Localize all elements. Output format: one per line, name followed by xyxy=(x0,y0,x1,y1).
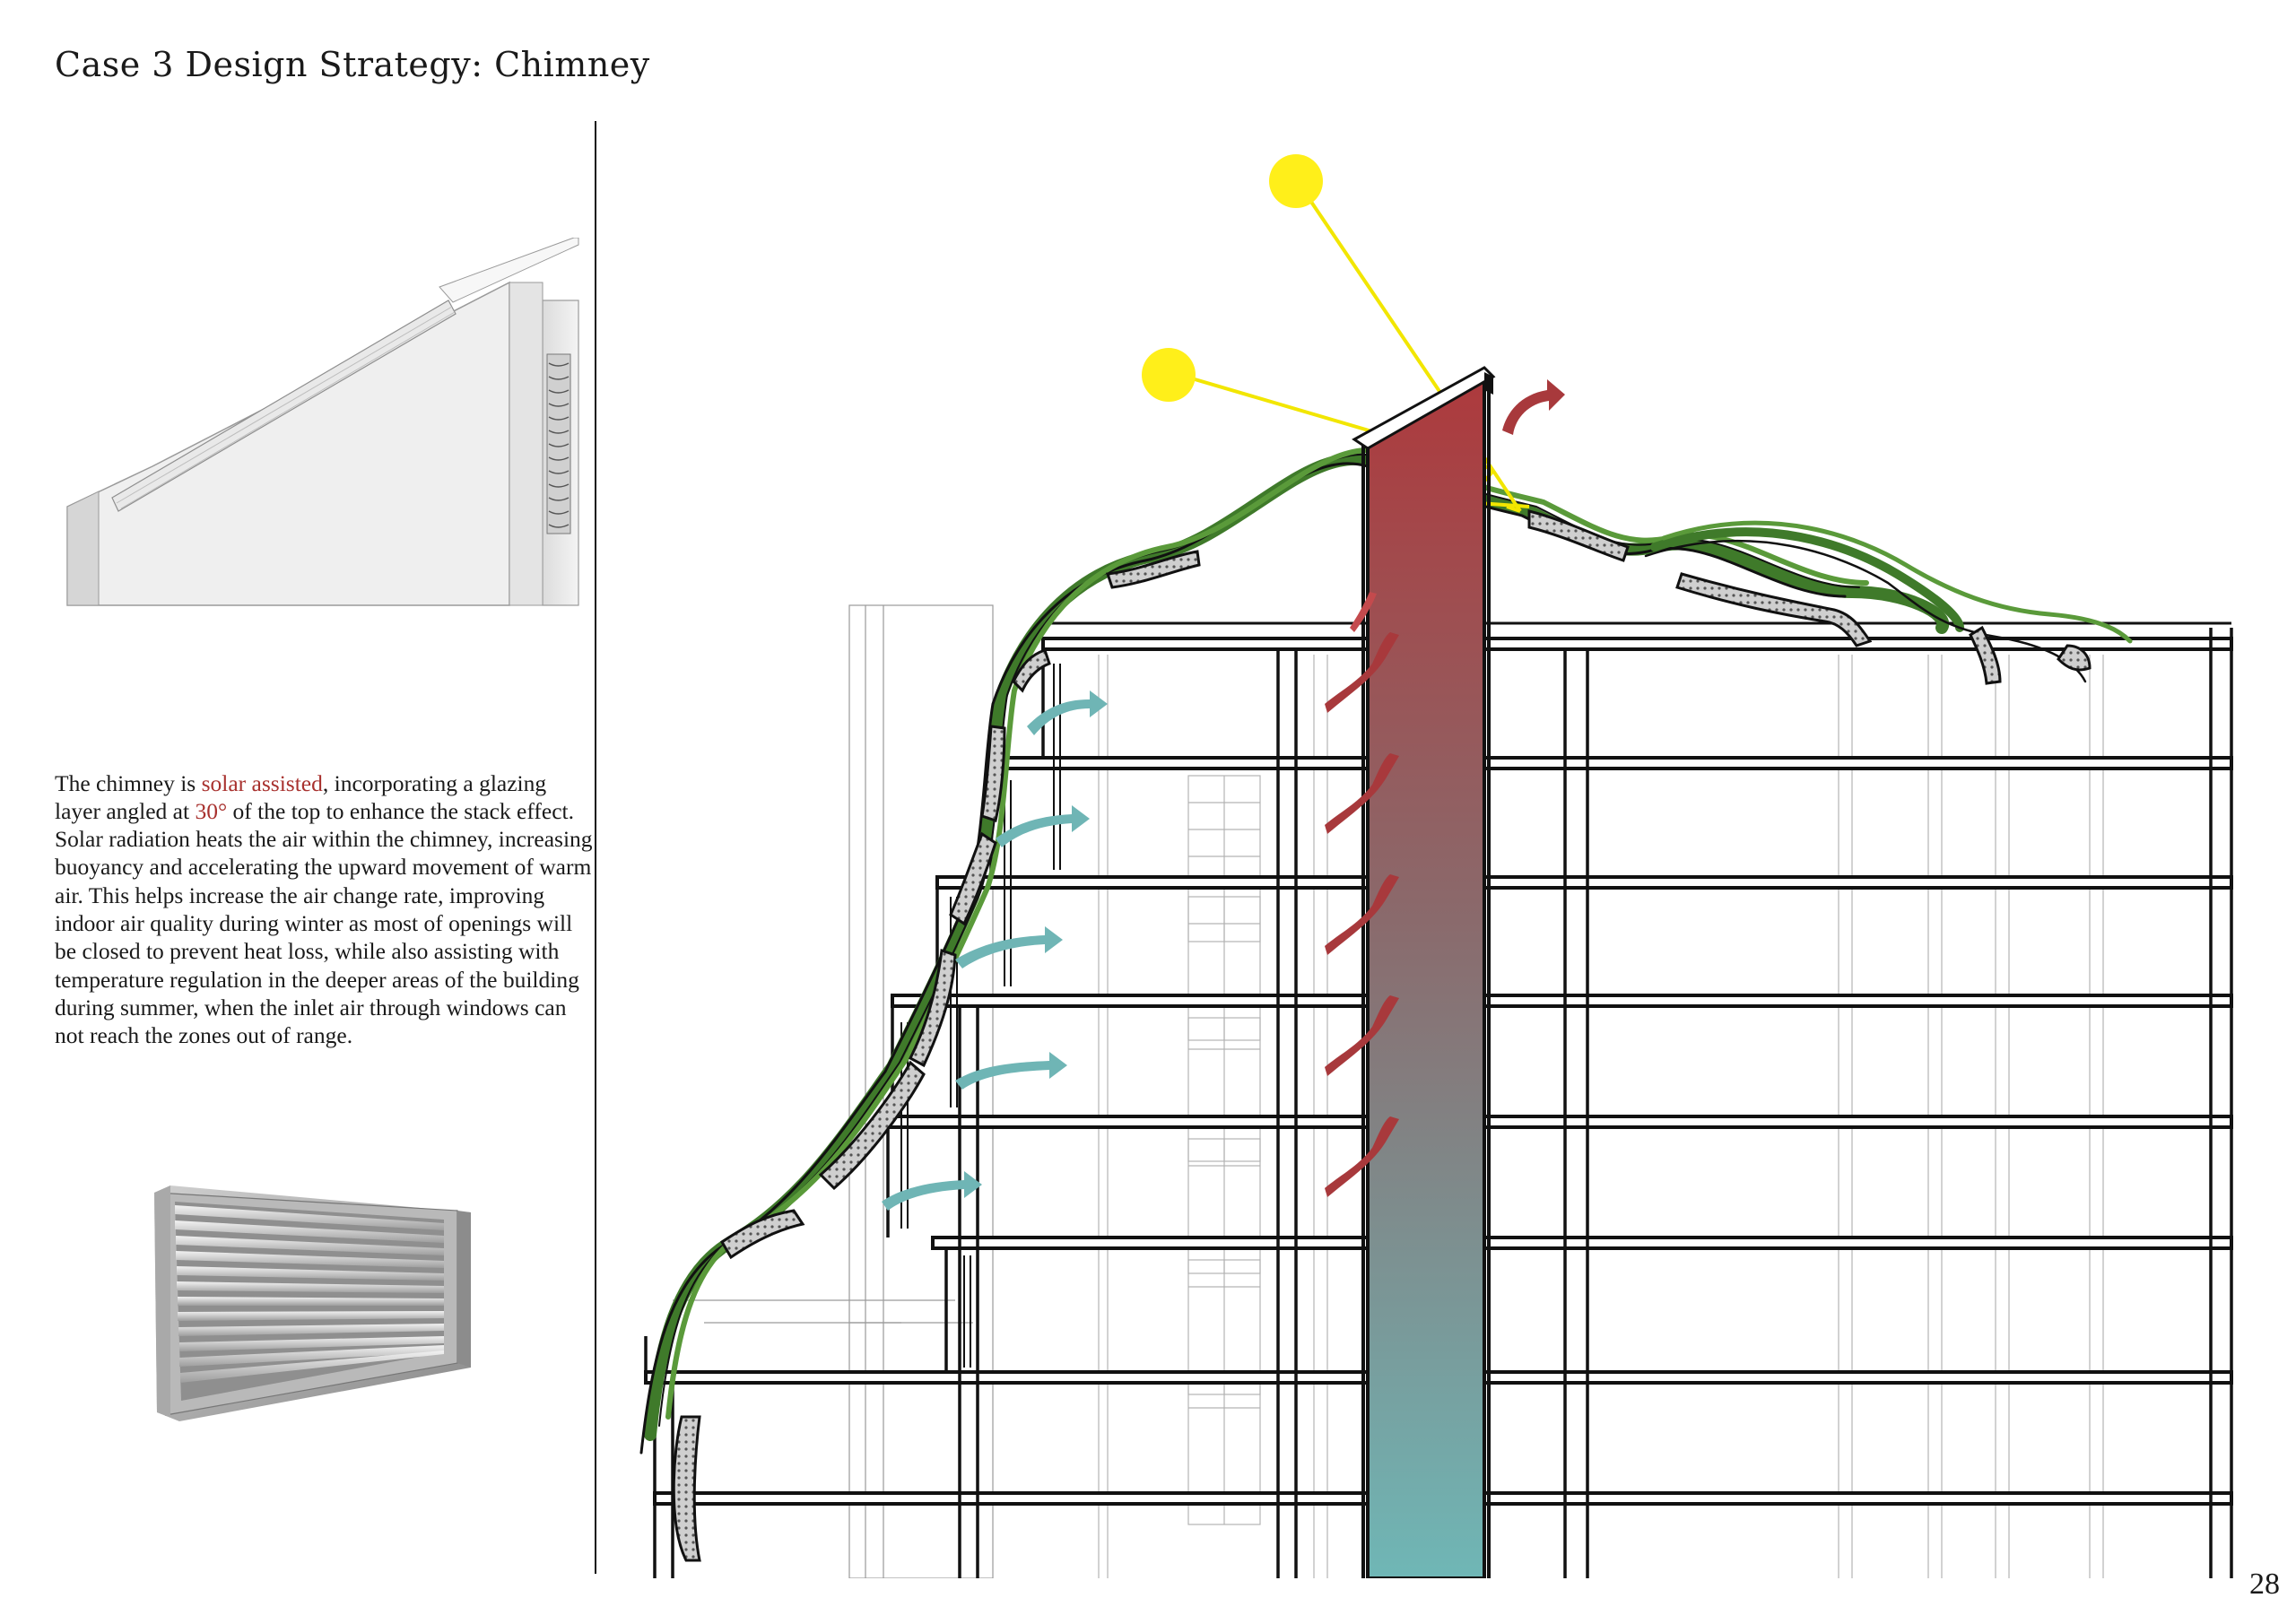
cool-air-arrow-icon xyxy=(882,690,1108,1211)
highlight-solar-assisted: solar assisted xyxy=(201,769,323,796)
tree-branches xyxy=(672,509,2092,1562)
page-title: Case 3 Design Strategy: Chimney xyxy=(55,45,650,84)
sun-icon xyxy=(1142,348,1196,402)
page-number: 28 xyxy=(2249,1568,2280,1601)
sun-icon xyxy=(1269,154,1323,208)
solar-chimney xyxy=(1352,366,1496,1578)
structural-columns xyxy=(644,628,2233,1578)
louvre-grille-rendering xyxy=(154,1185,471,1421)
chimney-glazing-detail xyxy=(66,238,579,606)
vertical-divider xyxy=(595,121,596,1574)
highlight-angle: 30° xyxy=(195,797,228,824)
chimney-description: The chimney is solar assisted, incorpora… xyxy=(55,769,593,1049)
building-section-diagram xyxy=(639,154,2233,1578)
warm-air-arrow-icon xyxy=(1325,379,1565,1197)
green-vegetation xyxy=(639,447,2133,1455)
